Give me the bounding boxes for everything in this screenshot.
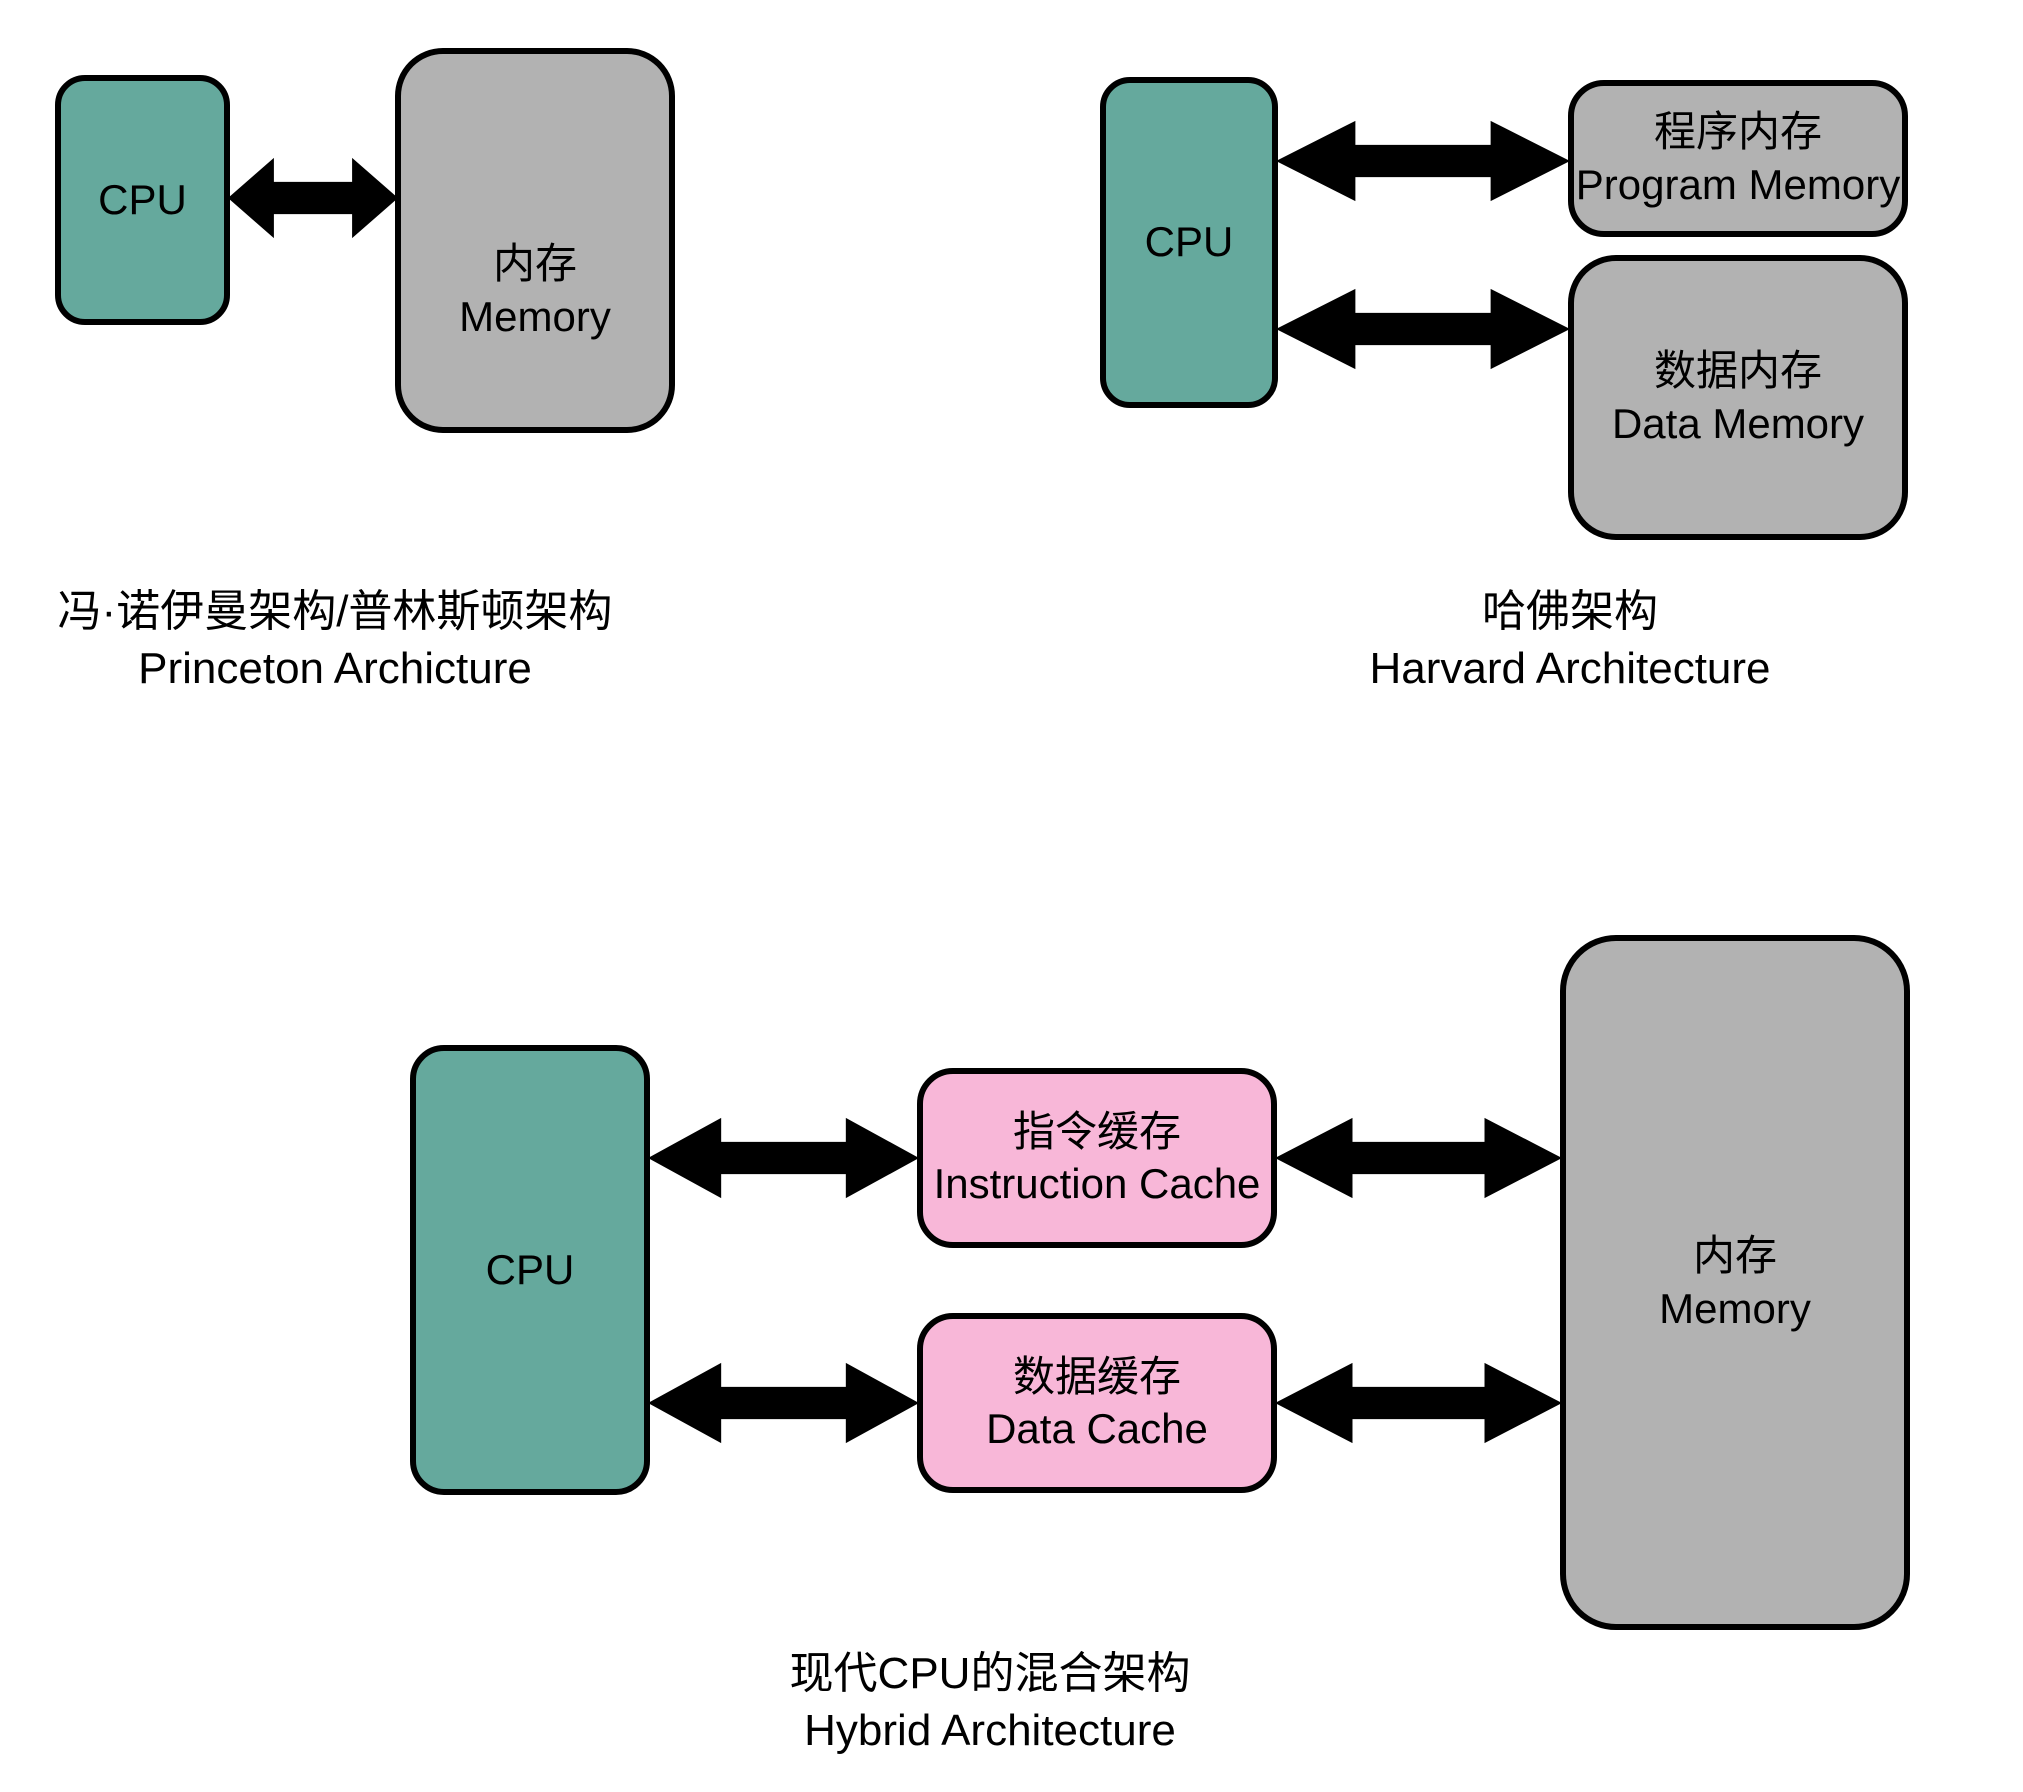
hybrid-caption-zh: 现代CPU的混合架构 xyxy=(789,1649,1191,1698)
double-arrow-icon xyxy=(1275,1362,1562,1444)
harvard-caption: 哈佛架构 Harvard Architecture xyxy=(1270,583,1870,697)
princeton-caption-zh: 冯·诺伊曼架构/普林斯顿架构 xyxy=(57,587,613,636)
arrow-hybrid-data-cache-memory xyxy=(1275,1358,1562,1448)
arrow-hybrid-cpu-instruction-cache xyxy=(648,1113,919,1203)
arrow-princeton-cpu-memory xyxy=(228,153,398,243)
hybrid-instruction-cache-label-en: Instruction Cache xyxy=(933,1160,1261,1207)
hybrid-cpu-label: CPU xyxy=(485,1245,575,1293)
princeton-memory-label: 内存 Memory xyxy=(459,238,611,343)
harvard-program-memory-label-zh: 程序内存 xyxy=(1653,108,1822,155)
double-arrow-icon xyxy=(1275,1117,1562,1199)
hybrid-data-cache-box: 数据缓存 Data Cache xyxy=(917,1313,1277,1493)
harvard-program-memory-box: 程序内存 Program Memory xyxy=(1568,80,1908,237)
double-arrow-icon xyxy=(648,1362,919,1444)
harvard-caption-en: Harvard Architecture xyxy=(1369,644,1771,694)
hybrid-data-cache-label-zh: 数据缓存 xyxy=(1012,1352,1181,1400)
princeton-cpu-label: CPU xyxy=(98,175,187,223)
hybrid-cpu-box: CPU xyxy=(410,1045,650,1495)
hybrid-memory-label-zh: 内存 xyxy=(1692,1232,1777,1279)
arrow-hybrid-cpu-data-cache xyxy=(648,1358,919,1448)
arrow-hybrid-instruction-cache-memory xyxy=(1275,1113,1562,1203)
harvard-data-memory-label-en: Data Memory xyxy=(1611,399,1865,447)
double-arrow-icon xyxy=(1276,120,1570,202)
double-arrow-icon xyxy=(1276,288,1570,370)
princeton-memory-label-en: Memory xyxy=(459,292,611,340)
harvard-cpu-label: CPU xyxy=(1144,218,1234,266)
hybrid-instruction-cache-box: 指令缓存 Instruction Cache xyxy=(917,1068,1277,1248)
double-arrow-icon xyxy=(648,1117,919,1199)
princeton-memory-box: 内存 Memory xyxy=(395,48,675,433)
hybrid-memory-box: 内存 Memory xyxy=(1560,935,1910,1630)
arrow-harvard-cpu-data-memory xyxy=(1276,284,1570,374)
princeton-cpu-box: CPU xyxy=(55,75,230,325)
hybrid-memory-label-en: Memory xyxy=(1659,1284,1811,1332)
harvard-cpu-box: CPU xyxy=(1100,77,1278,408)
princeton-memory-label-zh: 内存 xyxy=(492,240,577,287)
hybrid-caption-en: Hybrid Architecture xyxy=(804,1706,1176,1756)
arrow-harvard-cpu-program-memory xyxy=(1276,116,1570,206)
harvard-caption-zh: 哈佛架构 xyxy=(1482,587,1658,636)
hybrid-caption: 现代CPU的混合架构 Hybrid Architecture xyxy=(690,1645,1290,1759)
harvard-program-memory-label-en: Program Memory xyxy=(1575,160,1901,208)
princeton-caption: 冯·诺伊曼架构/普林斯顿架构 Princeton Archicture xyxy=(35,583,635,697)
hybrid-data-cache-label-en: Data Cache xyxy=(986,1405,1208,1452)
double-arrow-icon xyxy=(228,157,398,239)
princeton-caption-en: Princeton Archicture xyxy=(138,644,532,694)
harvard-data-memory-box: 数据内存 Data Memory xyxy=(1568,255,1908,540)
hybrid-instruction-cache-label-zh: 指令缓存 xyxy=(1012,1107,1181,1155)
harvard-data-memory-label-zh: 数据内存 xyxy=(1653,347,1822,394)
